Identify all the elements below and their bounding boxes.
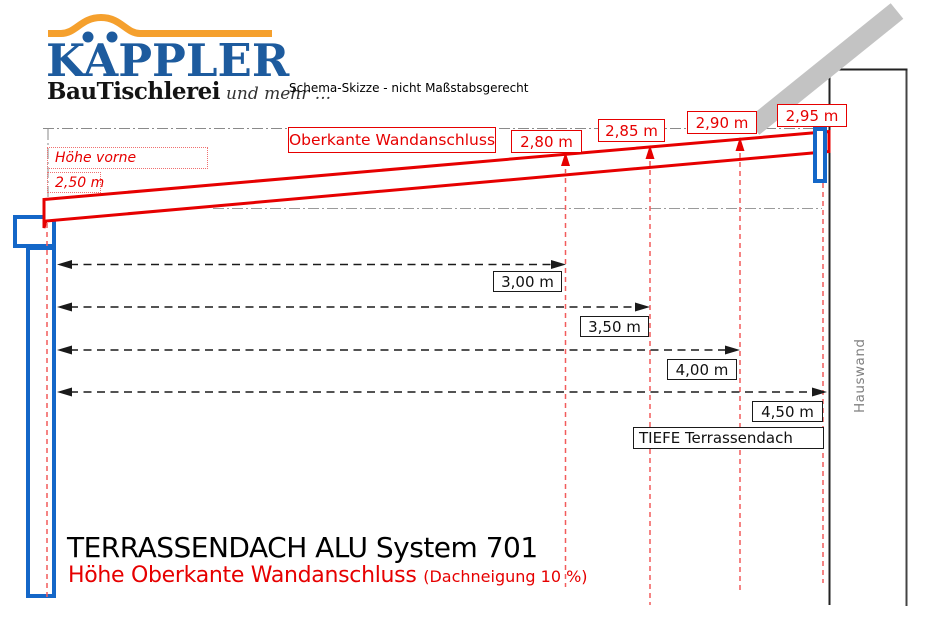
footer-title: TERRASSENDACH ALU System 701 xyxy=(67,531,538,564)
label-height-290: 2,90 m xyxy=(687,111,757,134)
footer-subtitle-note: (Dachneigung 10 %) xyxy=(423,567,588,586)
logo-umlaut-dot-right xyxy=(106,31,118,43)
label-height-280: 2,80 m xyxy=(511,130,582,153)
label-depth-400: 4,00 m xyxy=(667,359,737,380)
label-depth-450: 4,50 m xyxy=(752,401,823,422)
label-front-height: 2,50 m xyxy=(47,172,104,193)
house-roof-band xyxy=(746,3,904,135)
label-height-285: 2,85 m xyxy=(598,119,665,142)
footer-subtitle: Höhe Oberkante Wandanschluss xyxy=(68,563,417,588)
label-tiefe-terrassendach: TIEFE Terrassendach xyxy=(633,427,824,449)
label-oberkante-wandanschluss: Oberkante Wandanschluss xyxy=(288,127,496,153)
logo-arc xyxy=(48,14,272,37)
schema-note: Schema-Skizze - nicht Maßstabsgerecht xyxy=(289,81,529,95)
height-arrowhead-285 xyxy=(645,145,655,159)
brand-tagline: und mehr ... xyxy=(225,84,332,104)
label-depth-350: 3,50 m xyxy=(580,316,649,337)
height-arrowhead-290 xyxy=(735,137,745,151)
brand-text: KAPPLER xyxy=(46,34,290,87)
logo-roof-arc-icon xyxy=(48,14,272,43)
wall-bracket xyxy=(813,127,827,183)
height-arrowhead-280 xyxy=(561,152,570,166)
roof-beam xyxy=(42,129,831,229)
label-hoehe-vorne: Höhe vorne xyxy=(47,147,208,169)
brand-subtext: BauTischlerei xyxy=(47,78,220,105)
label-hauswand: Hauswand xyxy=(852,338,868,413)
label-height-295: 2,95 m xyxy=(777,104,847,127)
footer-subtitle-line: Höhe Oberkante Wandanschluss (Dachneigun… xyxy=(68,563,588,588)
depth-arrowheads xyxy=(57,260,827,397)
logo-umlaut-dot-left xyxy=(82,31,94,43)
label-depth-300: 3,00 m xyxy=(493,271,562,292)
left-post xyxy=(26,246,56,598)
depth-arrow-lines xyxy=(70,263,815,393)
